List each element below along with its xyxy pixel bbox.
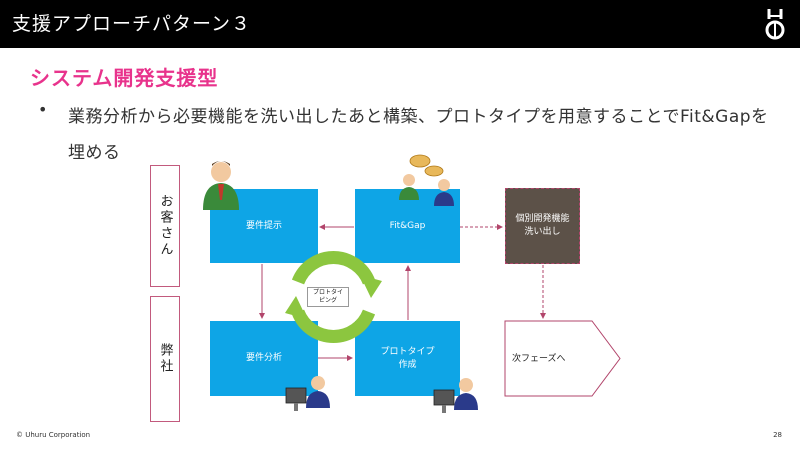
box-prototype: プロトタイプ作成 (355, 321, 460, 396)
box-analysis: 要件分析 (210, 321, 318, 396)
page-number: 28 (773, 431, 782, 439)
header-bar: 支援アプローチパターン３ (0, 0, 800, 48)
copyright-footer: © Uhuru Corporation (16, 431, 91, 439)
box-requirements: 要件提示 (210, 189, 318, 263)
side-label-client: お客さん (150, 165, 180, 287)
section-subtitle: システム開発支援型 (30, 66, 219, 90)
side-label-us-text: 弊社 (157, 343, 173, 375)
prototyping-label-text: プロトタイピング (313, 289, 344, 304)
uhuru-logo-icon (765, 9, 785, 40)
prototyping-label: プロトタイピング (307, 287, 349, 307)
side-label-client-text: お客さん (157, 194, 173, 258)
next-phase-arrow-shape (504, 320, 621, 397)
box-fitgap-label: Fit&Gap (389, 220, 426, 231)
box-requirements-label: 要件提示 (245, 220, 282, 231)
box-identify-label: 個別開発機能洗い出し (515, 214, 570, 237)
box-fitgap: Fit&Gap (355, 189, 460, 263)
next-phase-label: 次フェーズへ (512, 354, 566, 364)
bullet-marker: • (38, 100, 48, 119)
side-label-us: 弊社 (150, 296, 180, 422)
bullet-text: 業務分析から必要機能を洗い出したあと構築、プロトタイプを用意することでFit&G… (68, 107, 769, 163)
box-analysis-label: 要件分析 (245, 353, 282, 363)
box-identify-features: 個別開発機能洗い出し (505, 188, 580, 264)
box-prototype-label: プロトタイプ作成 (380, 346, 435, 370)
slide-title: 支援アプローチパターン３ (12, 13, 252, 35)
